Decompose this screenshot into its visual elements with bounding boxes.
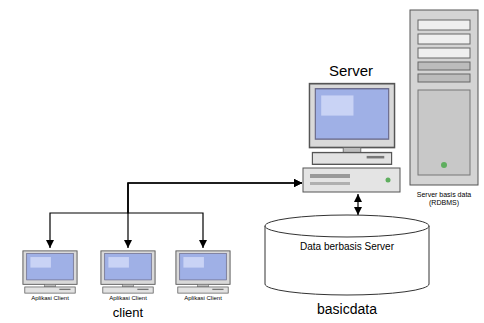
server-desktop-unit xyxy=(303,168,400,192)
drive-bay xyxy=(418,74,470,82)
server-tower xyxy=(410,10,478,185)
drive-bay xyxy=(418,34,470,44)
client-computer: Aplikasi Client xyxy=(18,248,82,304)
power-led xyxy=(441,162,447,168)
connector-arrow xyxy=(50,183,302,248)
client-computer: Aplikasi Client xyxy=(171,248,235,304)
client-computer: Aplikasi Client xyxy=(96,248,160,304)
database-server-tower: Server basis data (RDBMS) xyxy=(406,8,482,208)
node-label: Server basis data (RDBMS) xyxy=(406,191,482,207)
database-top xyxy=(265,215,429,237)
server-computer: Server xyxy=(302,60,400,194)
drive-slot xyxy=(310,182,350,185)
tower-panel xyxy=(418,90,470,175)
node-label: Aplikasi Client xyxy=(96,295,160,302)
group-label: client xyxy=(98,306,158,320)
connector-arrow xyxy=(128,183,302,248)
power-led xyxy=(386,178,391,183)
client-monitor xyxy=(101,251,155,293)
database-cylinder: Data berbasis Server basicdata xyxy=(264,215,430,321)
client-monitor xyxy=(176,251,230,293)
client-monitor xyxy=(23,251,77,293)
node-label: Server xyxy=(302,62,400,79)
drive-slot xyxy=(310,174,350,178)
drive-bay xyxy=(418,20,470,30)
node-label: Aplikasi Client xyxy=(18,295,82,302)
drive-bay xyxy=(418,48,470,58)
node-caption: basicdata xyxy=(264,301,430,317)
node-label: Data berbasis Server xyxy=(264,241,430,253)
node-label: Aplikasi Client xyxy=(171,295,235,302)
connector-arrow xyxy=(357,194,358,215)
connector-arrow xyxy=(128,183,302,248)
server-monitor xyxy=(309,84,394,165)
drive-bay xyxy=(418,62,470,70)
